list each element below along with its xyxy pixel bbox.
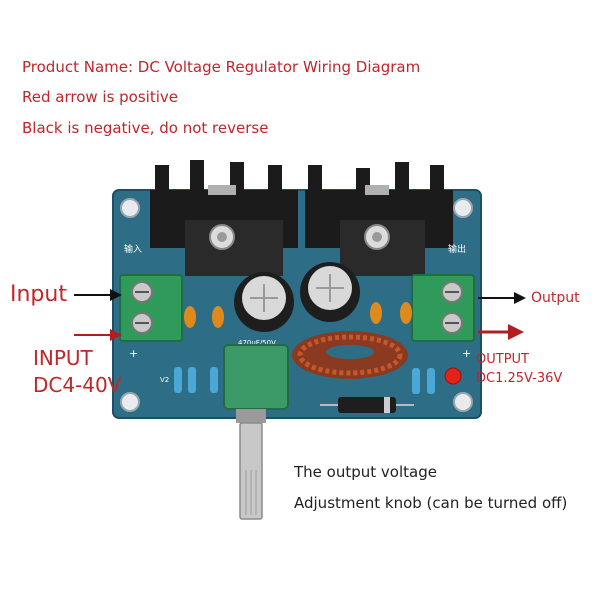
orange-capacitors: [184, 302, 412, 328]
diode: [320, 397, 414, 413]
input-caps-label: INPUT: [33, 346, 93, 370]
capacitor-marking: 470uF/50V: [238, 339, 276, 347]
toroid-inductor: [292, 331, 408, 379]
output-positive-arrow: [478, 324, 524, 340]
resistors: [174, 367, 435, 394]
right-heatsink: [305, 162, 453, 276]
input-negative-arrow: [74, 289, 122, 301]
output-negative-arrow: [478, 292, 526, 304]
potentiometer: [223, 344, 289, 520]
capacitor-left: [234, 272, 294, 332]
capacitor-right: [300, 262, 360, 322]
silk-plus-right: +: [462, 347, 471, 360]
silk-v2: V2: [160, 376, 169, 384]
input-voltage-range: DC4-40V: [33, 373, 122, 397]
left-heatsink: [150, 160, 298, 276]
knob-note-line1: The output voltage: [294, 463, 437, 481]
silk-plus-left: +: [129, 347, 138, 360]
output-label: Output: [531, 290, 580, 306]
input-label: Input: [10, 282, 67, 307]
input-terminal-block: [119, 274, 183, 342]
diagram-title: Product Name: DC Voltage Regulator Wirin…: [22, 58, 421, 76]
mounting-holes: [120, 198, 473, 412]
silk-output-label: 输出: [448, 243, 466, 255]
knob-note-line2: Adjustment knob (can be turned off): [294, 494, 568, 512]
black-arrow-note: Black is negative, do not reverse: [22, 119, 269, 137]
silk-input-label: 输入: [124, 243, 142, 255]
input-positive-arrow: [74, 329, 122, 341]
red-arrow-note: Red arrow is positive: [22, 88, 178, 106]
output-caps-label: OUTPUT: [476, 352, 529, 367]
output-terminal-block: [411, 274, 475, 342]
red-led: [444, 367, 462, 385]
output-voltage-range: DC1.25V-36V: [476, 371, 563, 386]
